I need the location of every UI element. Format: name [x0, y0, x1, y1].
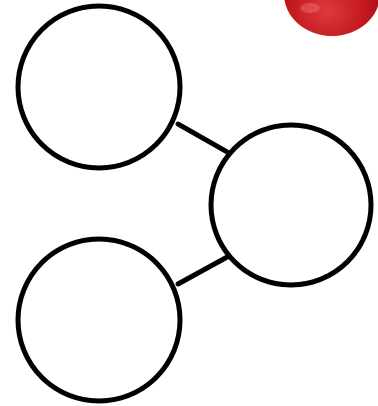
part-circle-top[interactable] [18, 6, 180, 168]
part-circle-bottom[interactable] [18, 239, 180, 401]
whole-circle[interactable] [211, 125, 371, 285]
link-bottom-to-whole [178, 256, 229, 284]
red-apple-icon [284, 0, 378, 36]
link-top-to-whole [178, 124, 229, 153]
